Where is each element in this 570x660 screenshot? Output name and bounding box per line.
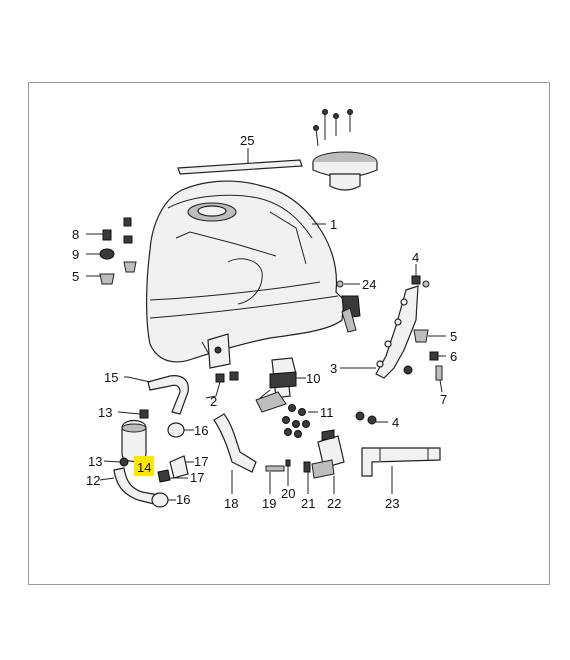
callout-20: 20: [281, 486, 295, 501]
callout-14-highlighted: 14: [137, 460, 151, 475]
part-10-fuel-pump: [255, 357, 306, 413]
callout-8: 8: [72, 227, 79, 242]
callout-12: 12: [86, 473, 100, 488]
callout-11: 11: [320, 405, 334, 420]
part-22-valve: [311, 429, 345, 494]
callout-5b: 5: [450, 329, 457, 344]
part-15-hose: [127, 375, 189, 415]
part-18-hose: [213, 413, 257, 494]
callout-4b: 4: [392, 415, 399, 430]
callout-18: 18: [224, 496, 238, 511]
callout-19: 19: [262, 496, 276, 511]
callout-1: 1: [330, 217, 337, 232]
highlight-box: [134, 456, 154, 476]
leader-lines: [124, 223, 322, 399]
fuel-cap-assembly: [312, 109, 378, 191]
callout-15: 15: [104, 370, 118, 385]
fasteners-right: [355, 411, 388, 425]
callout-6: 6: [450, 349, 457, 364]
part-2-bracket: [207, 333, 239, 397]
callout-24: 24: [362, 277, 376, 292]
callout-25: 25: [240, 133, 254, 148]
callout-16b: 16: [176, 492, 190, 507]
part-14-fuel-filter: [103, 409, 149, 467]
part-1-fuel-tank: [146, 180, 345, 363]
grommet-parts-left: [86, 217, 137, 285]
callout-22: 22: [327, 496, 341, 511]
callout-4a: 4: [412, 250, 419, 265]
callout-17a: 17: [194, 454, 208, 469]
callout-21: 21: [301, 496, 315, 511]
part-25-strip: [177, 148, 303, 175]
callout-13a: 13: [98, 405, 112, 420]
callout-23: 23: [385, 496, 399, 511]
callout-3: 3: [330, 361, 337, 376]
diagram-frame: [28, 82, 550, 585]
callout-17b: 17: [190, 470, 204, 485]
callout-16a: 16: [194, 423, 208, 438]
callout-2: 2: [210, 394, 217, 409]
callout-5a: 5: [72, 269, 79, 284]
parts-16-17-clamps: [151, 422, 194, 508]
part-3-bracket: [340, 264, 446, 393]
callout-13b: 13: [88, 454, 102, 469]
parts-19-20-21: [265, 459, 311, 494]
callout-7: 7: [440, 392, 447, 407]
part-24-bracket: [336, 280, 361, 333]
part-23-hose: [361, 447, 441, 494]
callout-10: 10: [306, 371, 320, 386]
part-11-nuts: [282, 404, 318, 438]
callout-labels: 1 2 3 4 4 5 5 6 7 8 9 10 11 12 13 13 14 …: [72, 133, 457, 511]
callout-9: 9: [72, 247, 79, 262]
